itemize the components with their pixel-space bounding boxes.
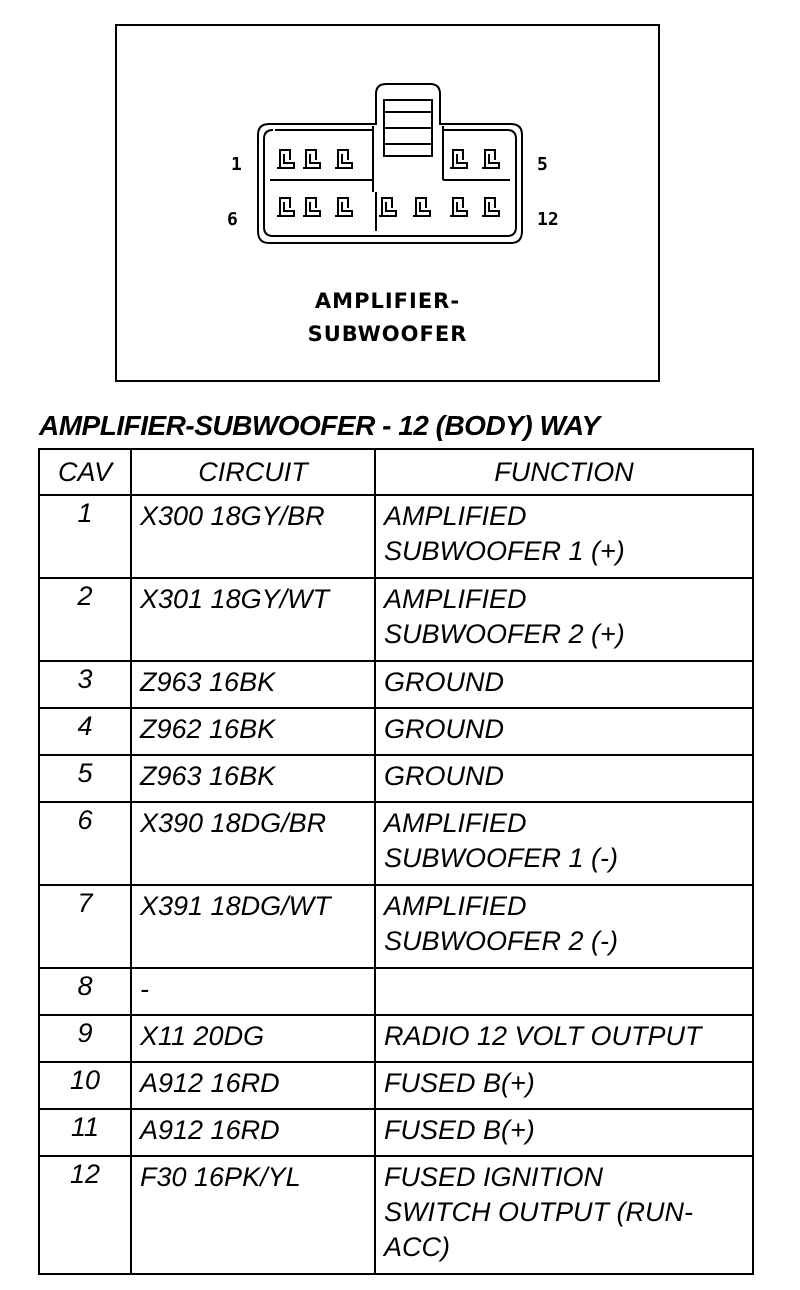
cell-function: AMPLIFIED SUBWOOFER 1 (+) bbox=[374, 494, 754, 579]
cell-function-line: FUSED B(+) bbox=[384, 1115, 535, 1145]
cell-function-line: GROUND bbox=[384, 761, 504, 791]
terminal-cavity bbox=[303, 197, 321, 217]
pin-label-12: 12 bbox=[537, 209, 559, 230]
cell-function-line: RADIO 12 VOLT OUTPUT bbox=[384, 1021, 702, 1051]
connector-face-drawing bbox=[257, 83, 523, 244]
cell-function: RADIO 12 VOLT OUTPUT bbox=[374, 1014, 754, 1063]
cell-function-line: SUBWOOFER 2 (+) bbox=[384, 619, 625, 649]
cell-function: FUSED IGNITION SWITCH OUTPUT (RUN- ACC) bbox=[374, 1155, 754, 1275]
cell-cav: 6 bbox=[38, 801, 132, 886]
terminal-cavity bbox=[482, 197, 500, 217]
cell-function: GROUND bbox=[374, 754, 754, 803]
cell-function-line: SUBWOOFER 2 (-) bbox=[384, 926, 618, 956]
cell-function-line: AMPLIFIED bbox=[384, 808, 527, 838]
cell-function-line: GROUND bbox=[384, 714, 504, 744]
terminal-cavity bbox=[379, 197, 397, 217]
cell-function-line: ACC) bbox=[384, 1232, 450, 1262]
cell-function: GROUND bbox=[374, 660, 754, 709]
cell-cav: 12 bbox=[38, 1155, 132, 1275]
cell-circuit: F30 16PK/YL bbox=[130, 1155, 376, 1275]
cell-function: FUSED B(+) bbox=[374, 1108, 754, 1157]
terminal-cavity bbox=[277, 149, 295, 169]
header-cav: CAV bbox=[38, 448, 132, 496]
terminal-cavity bbox=[450, 149, 468, 169]
cell-circuit: A912 16RD bbox=[130, 1108, 376, 1157]
cell-cav: 10 bbox=[38, 1061, 132, 1110]
table-row: 8- bbox=[38, 967, 754, 1016]
cell-function: AMPLIFIED SUBWOOFER 2 (+) bbox=[374, 577, 754, 662]
header-circuit: CIRCUIT bbox=[130, 448, 376, 496]
cell-circuit: Z963 16BK bbox=[130, 660, 376, 709]
table-header-row: CAV CIRCUIT FUNCTION bbox=[38, 448, 754, 496]
terminal-cavities bbox=[277, 149, 500, 217]
cell-cav: 3 bbox=[38, 660, 132, 709]
cell-cav: 8 bbox=[38, 967, 132, 1016]
cell-function-line: FUSED B(+) bbox=[384, 1068, 535, 1098]
cell-cav: 5 bbox=[38, 754, 132, 803]
pin-label-1: 1 bbox=[231, 154, 242, 175]
cell-circuit: X390 18DG/BR bbox=[130, 801, 376, 886]
cell-function-line: GROUND bbox=[384, 667, 504, 697]
cell-circuit: Z963 16BK bbox=[130, 754, 376, 803]
connector-housing bbox=[257, 83, 523, 244]
cell-function-line: SUBWOOFER 1 (+) bbox=[384, 536, 625, 566]
cell-circuit: X301 18GY/WT bbox=[130, 577, 376, 662]
table-title: AMPLIFIER-SUBWOOFER - 12 (BODY) WAY bbox=[39, 410, 600, 441]
cell-function bbox=[374, 967, 754, 1016]
connector-name-line-1: AMPLIFIER- bbox=[314, 289, 461, 313]
cell-cav: 11 bbox=[38, 1108, 132, 1157]
cell-function-line: AMPLIFIED bbox=[384, 584, 527, 614]
cell-function: FUSED B(+) bbox=[374, 1061, 754, 1110]
cell-function-line: FUSED IGNITION bbox=[384, 1162, 604, 1192]
cell-function-line: SWITCH OUTPUT (RUN- bbox=[384, 1197, 693, 1227]
terminal-cavity bbox=[303, 149, 321, 169]
terminal-cavity bbox=[482, 149, 500, 169]
terminal-cavity bbox=[450, 197, 468, 217]
cell-function: AMPLIFIED SUBWOOFER 1 (-) bbox=[374, 801, 754, 886]
connector-diagram: 1 5 6 12 AMPLIFIER- SUBWOOFER bbox=[115, 24, 660, 382]
terminal-cavity bbox=[335, 149, 353, 169]
cell-function: AMPLIFIED SUBWOOFER 2 (-) bbox=[374, 884, 754, 969]
cell-circuit: X300 18GY/BR bbox=[130, 494, 376, 579]
header-function: FUNCTION bbox=[374, 448, 754, 496]
terminal-cavity bbox=[413, 197, 431, 217]
terminal-cavity bbox=[335, 197, 353, 217]
cell-function-line: AMPLIFIED bbox=[384, 891, 527, 921]
cell-cav: 2 bbox=[38, 577, 132, 662]
cell-circuit: X11 20DG bbox=[130, 1014, 376, 1063]
terminal-cavity bbox=[277, 197, 295, 217]
cell-function-line: SUBWOOFER 1 (-) bbox=[384, 843, 618, 873]
pin-label-6: 6 bbox=[227, 209, 238, 230]
cell-function-line: AMPLIFIED bbox=[384, 501, 527, 531]
cell-cav: 7 bbox=[38, 884, 132, 969]
cell-circuit: - bbox=[130, 967, 376, 1016]
cell-circuit: X391 18DG/WT bbox=[130, 884, 376, 969]
pin-label-5: 5 bbox=[537, 154, 548, 175]
cell-cav: 9 bbox=[38, 1014, 132, 1063]
cell-circuit: A912 16RD bbox=[130, 1061, 376, 1110]
cell-cav: 4 bbox=[38, 707, 132, 756]
cell-function: GROUND bbox=[374, 707, 754, 756]
connector-name-line-2: SUBWOOFER bbox=[307, 322, 468, 346]
cell-circuit: Z962 16BK bbox=[130, 707, 376, 756]
cell-cav: 1 bbox=[38, 494, 132, 579]
